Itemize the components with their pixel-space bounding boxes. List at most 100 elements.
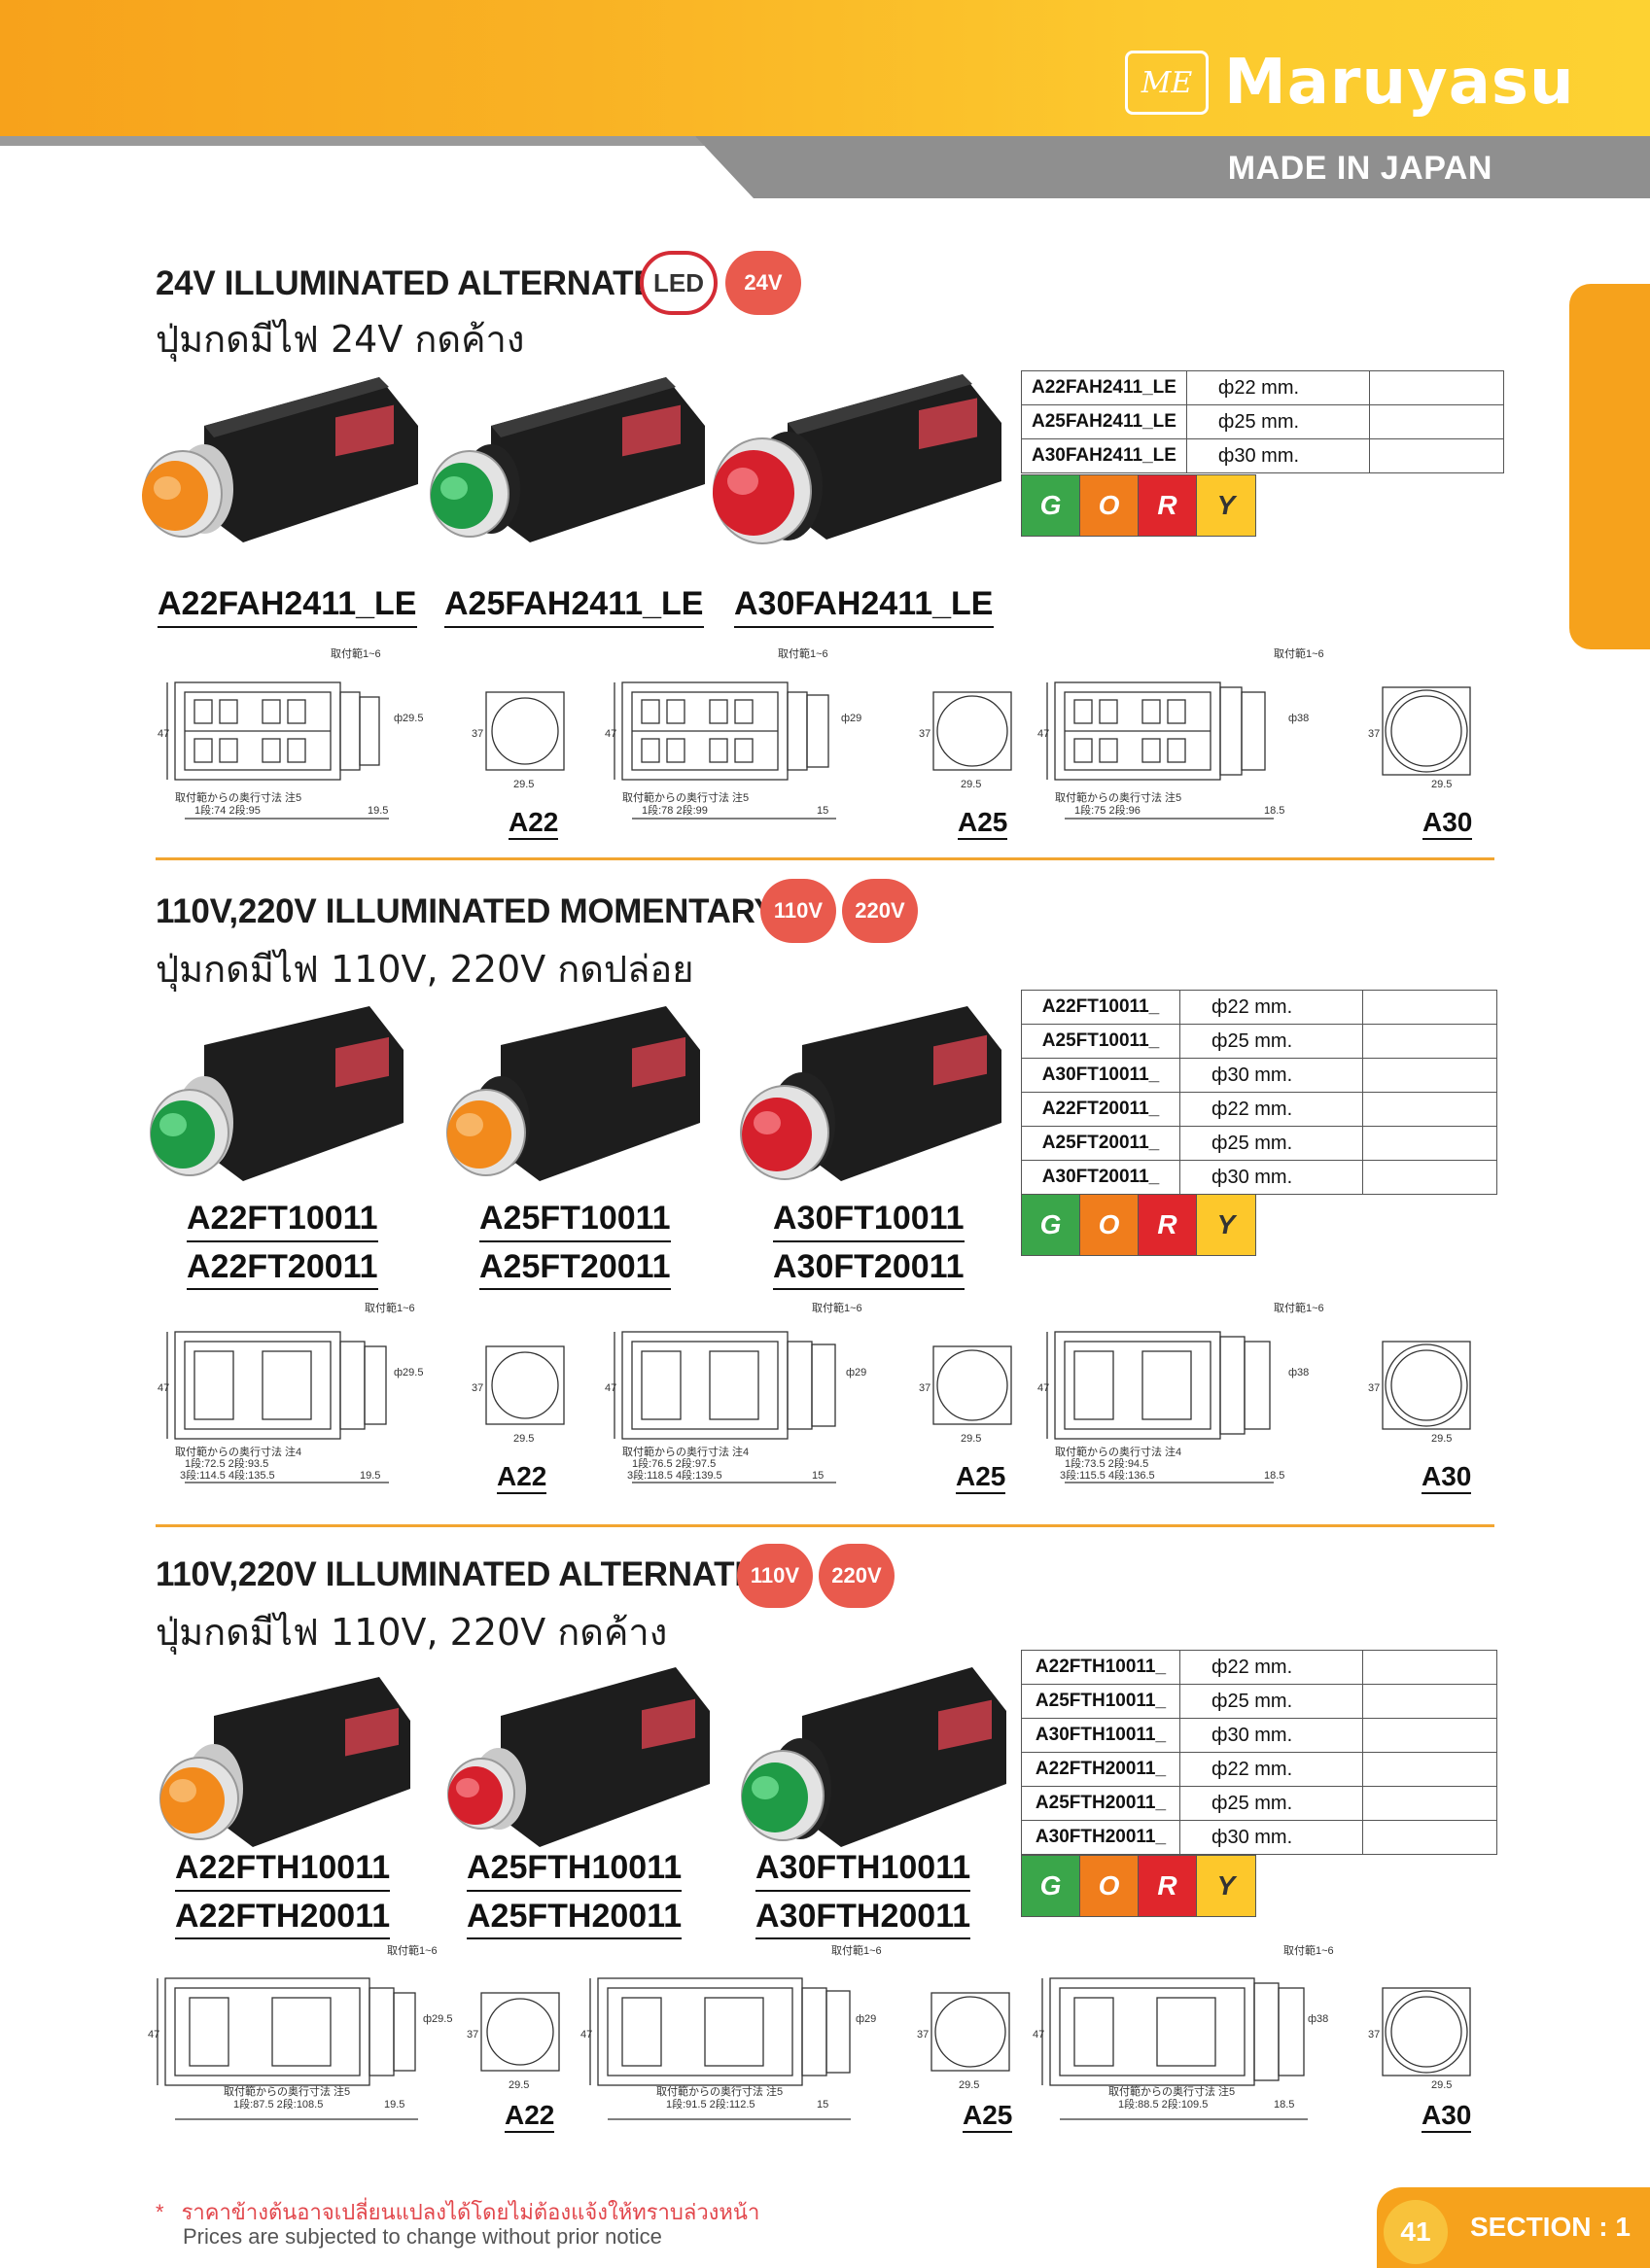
- blank-cell: [1362, 1786, 1497, 1821]
- model-code: A22FAH2411_LE: [1021, 370, 1187, 405]
- color-orange: O: [1080, 475, 1139, 536]
- model-code: A25FAH2411_LE: [1021, 404, 1187, 439]
- blank-cell: [1362, 1160, 1497, 1195]
- depth-values: 3段:114.5 4段:135.5: [180, 1468, 275, 1482]
- depth-values: 1段:76.5 2段:97.5: [632, 1456, 716, 1470]
- bezel-dim: ф38: [1288, 713, 1309, 724]
- size-value: ф30 mm.: [1179, 1820, 1363, 1855]
- depth-values: 1段:78 2段:99: [642, 803, 708, 817]
- model-code: A25FTH10011_: [1021, 1684, 1180, 1719]
- depth-note: 取付範からの奥行寸法 注4: [1055, 1445, 1181, 1458]
- panel-dim: 37: [1368, 728, 1380, 740]
- section-1-title: 24V ILLUMINATED ALTERNATE: [156, 264, 656, 302]
- table-row: A30FTH20011_ф30 mm.: [1021, 1820, 1497, 1855]
- depth-values: 1段:75 2段:96: [1074, 803, 1141, 817]
- section-3-spec-table: A22FTH10011_ф22 mm. A25FTH10011_ф25 mm. …: [1021, 1650, 1497, 1855]
- blank-cell: [1362, 1684, 1497, 1719]
- price-note-thai: *ราคาข้างต้นอาจเปลี่ยนแปลงได้โดยไม่ต้องแ…: [156, 2195, 759, 2229]
- width-dim: 29.5: [1431, 779, 1452, 790]
- ext-dim: 18.5: [1264, 805, 1284, 817]
- size-value: ф22 mm.: [1179, 990, 1363, 1025]
- model-label-a25: A25FT10011 A25FT20011: [479, 1198, 671, 1294]
- size-value: ф25 mm.: [1185, 404, 1370, 439]
- table-row: A22FT20011_ф22 mm.: [1021, 1092, 1497, 1127]
- model-label-a30: A30FTH10011 A30FTH20011: [755, 1847, 971, 1943]
- size-value: ф25 mm.: [1179, 1024, 1363, 1059]
- panel-dim: 37: [919, 1382, 930, 1394]
- blank-cell: [1362, 1820, 1497, 1855]
- panel-dim: 37: [472, 728, 483, 740]
- section-1-technical-drawings: 取付範1~6 取付範1~6 取付範1~6 取付範からの奥行寸法 注5 取付範から…: [158, 646, 1471, 820]
- bezel-dim: ф29: [841, 713, 861, 724]
- ext-dim: 18.5: [1264, 1470, 1284, 1482]
- table-row: A25FT20011_ф25 mm.: [1021, 1126, 1497, 1161]
- model-label-a25: A25FAH2411_LE: [444, 583, 704, 632]
- mount-range-note: 取付範1~6: [387, 1944, 438, 1957]
- height-dim: 47: [605, 1382, 616, 1394]
- product-photo-orange: [142, 377, 418, 542]
- color-options: G O R Y: [1021, 1194, 1256, 1256]
- badge-led: LED: [640, 251, 718, 315]
- drawing-label-a30: A30: [1422, 1461, 1472, 1494]
- size-value: ф22 mm.: [1185, 370, 1370, 405]
- panel-dim: 37: [917, 2029, 929, 2041]
- height-dim: 47: [158, 1382, 169, 1394]
- drawing-label-a22: A22: [497, 1461, 547, 1494]
- bezel-dim: ф29: [856, 2013, 876, 2025]
- depth-values: 1段:91.5 2段:112.5: [666, 2097, 755, 2111]
- badge-24v: 24V: [725, 251, 801, 315]
- size-value: ф25 mm.: [1179, 1786, 1363, 1821]
- model-name: A25FT10011: [479, 1198, 671, 1242]
- model-name: A22FTH10011: [175, 1847, 391, 1892]
- panel-dim: 37: [472, 1382, 483, 1394]
- badge-220v: 220V: [842, 879, 918, 943]
- drawing-label-a30: A30: [1422, 807, 1473, 840]
- depth-values: 1段:72.5 2段:93.5: [185, 1456, 268, 1470]
- brand-name: Maruyasu: [1224, 47, 1575, 119]
- table-row: A22FTH10011_ф22 mm.: [1021, 1650, 1497, 1685]
- bezel-dim: ф29.5: [394, 713, 423, 724]
- color-yellow: Y: [1197, 1195, 1255, 1255]
- price-note-thai-text: ราคาข้างต้นอาจเปลี่ยนแปลงได้โดยไม่ต้องแจ…: [181, 2200, 760, 2224]
- model-name: A22FTH20011: [175, 1896, 391, 1939]
- height-dim: 47: [605, 728, 616, 740]
- model-code: A30FT20011_: [1021, 1160, 1180, 1195]
- color-yellow: Y: [1197, 1856, 1255, 1916]
- mount-range-note: 取付範1~6: [812, 1301, 862, 1314]
- model-name: A30FT20011: [773, 1246, 965, 1290]
- model-name: A30FTH10011: [755, 1847, 971, 1892]
- blank-cell: [1362, 1092, 1497, 1127]
- ext-dim: 19.5: [384, 2099, 404, 2111]
- depth-values: 1段:88.5 2段:109.5: [1118, 2097, 1208, 2111]
- made-in-label: MADE IN JAPAN: [1227, 150, 1492, 187]
- panel-dim: 37: [919, 728, 930, 740]
- badge-110v: 110V: [737, 1544, 813, 1608]
- depth-values: 1段:87.5 2段:108.5: [233, 2097, 323, 2111]
- section-2-subtitle: ปุ่มกดมีไฟ 110V, 220V กดปล่อย: [156, 948, 694, 991]
- size-value: ф30 mm.: [1185, 438, 1370, 473]
- depth-values: 3段:118.5 4段:139.5: [627, 1468, 722, 1482]
- table-row: A25FTH20011_ф25 mm.: [1021, 1786, 1497, 1821]
- table-row: A30FT10011_ф30 mm.: [1021, 1058, 1497, 1093]
- table-row: A22FT10011_ф22 mm.: [1021, 990, 1497, 1025]
- header-gray-stripe: [0, 136, 1650, 198]
- model-code: A25FTH20011_: [1021, 1786, 1180, 1821]
- model-label-a22: A22FT10011 A22FT20011: [187, 1198, 378, 1294]
- blank-cell: [1368, 370, 1504, 405]
- depth-note: 取付範からの奥行寸法 注5: [224, 2084, 350, 2098]
- blank-cell: [1362, 990, 1497, 1025]
- width-dim: 29.5: [1431, 2079, 1452, 2091]
- width-dim: 29.5: [509, 2079, 529, 2091]
- size-value: ф25 mm.: [1179, 1126, 1363, 1161]
- ext-dim: 19.5: [360, 1470, 380, 1482]
- table-row: A30FT20011_ф30 mm.: [1021, 1160, 1497, 1195]
- color-red: R: [1139, 1856, 1197, 1916]
- section-label: SECTION : 1: [1470, 2212, 1631, 2242]
- panel-dim: 37: [467, 2029, 478, 2041]
- color-green: G: [1022, 1856, 1080, 1916]
- color-green: G: [1022, 1195, 1080, 1255]
- color-red: R: [1139, 475, 1197, 536]
- color-red: R: [1139, 1195, 1197, 1255]
